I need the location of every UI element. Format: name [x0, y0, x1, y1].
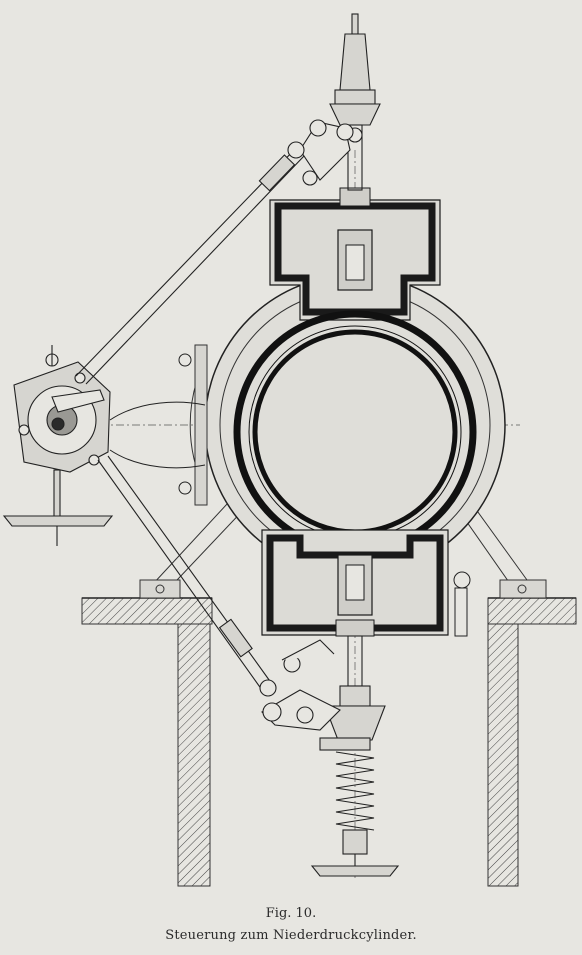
lower-connecting-rod	[97, 455, 277, 697]
side-fittings	[109, 353, 471, 637]
lower-valve-chest	[261, 529, 449, 637]
foundation-right	[487, 597, 577, 887]
steam-engine-valve-gear-drawing	[2, 13, 577, 887]
upper-valve-chest	[269, 187, 441, 321]
top-valve-bonnet	[329, 13, 381, 191]
bottom-spring-assembly	[310, 635, 400, 877]
figure-title: Steuerung zum Niederdruckcylinder.	[165, 928, 417, 943]
figure-number: Fig. 10.	[265, 906, 317, 921]
upper-connecting-rod	[75, 141, 305, 385]
foundation-left	[81, 597, 213, 887]
top-bell-crank	[299, 119, 354, 186]
bottom-bell-crank	[261, 639, 341, 731]
eccentric-gear	[2, 345, 114, 546]
